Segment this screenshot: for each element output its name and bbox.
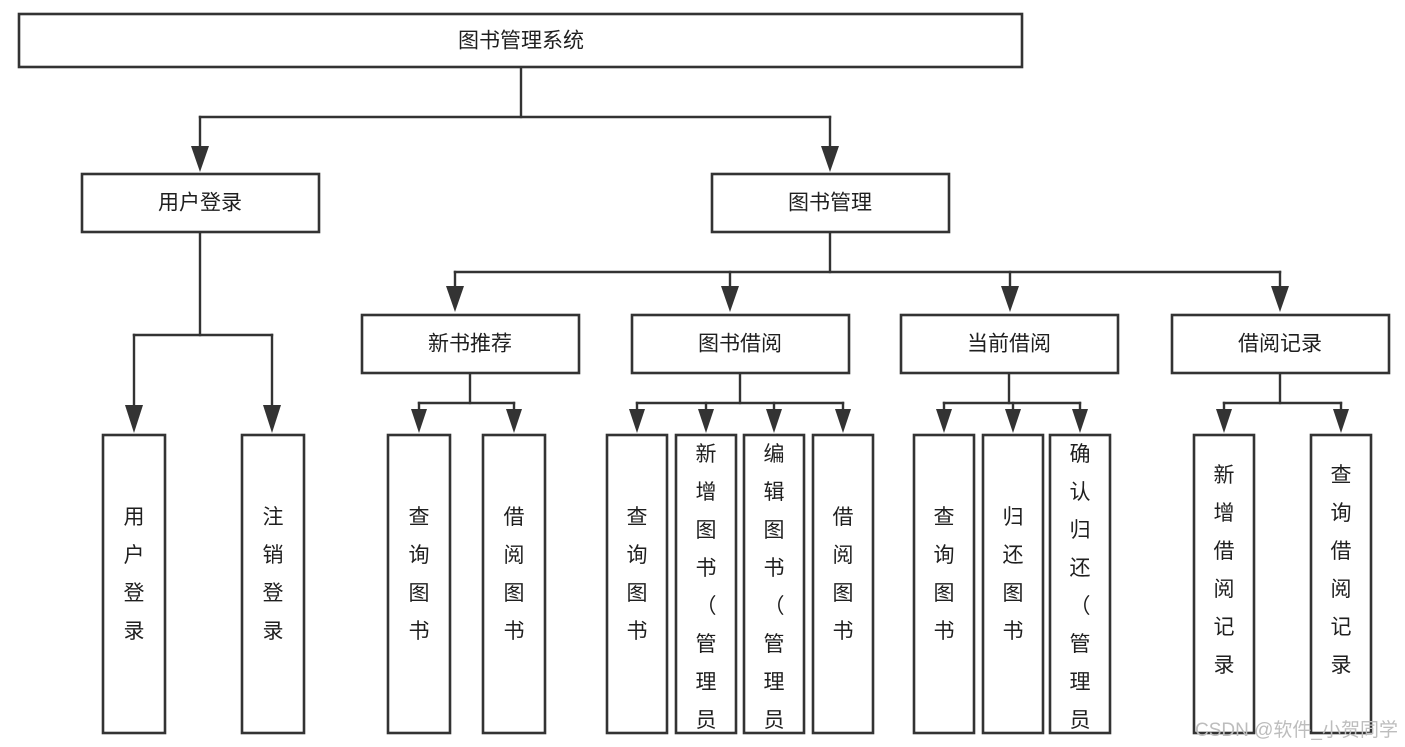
node-borrow-record-box[interactable] (1170, 313, 1391, 375)
arrow-head-icon (1072, 409, 1088, 433)
arrow-head-icon (446, 286, 464, 312)
leaf-borrow-book-label: 借阅图书 (833, 506, 854, 643)
node-book-borrow-box[interactable] (630, 313, 851, 375)
node-book-borrow[interactable]: 图书借阅 (630, 313, 851, 375)
node-current-borrow-box[interactable] (899, 313, 1120, 375)
leaf-query-book-current-label: 查询图书 (934, 506, 955, 643)
arrow-head-icon (821, 146, 839, 172)
leaf-query-book-recommend[interactable]: 查询图书 (386, 433, 452, 735)
leaf-borrow-book-recommend-box[interactable] (481, 433, 547, 735)
leaf-confirm-return-box[interactable] (1048, 433, 1112, 735)
leaf-logout[interactable]: 注销登录 (240, 433, 306, 735)
arrow-head-icon (698, 409, 714, 433)
arrow-head-icon (1216, 409, 1232, 433)
node-borrow-record[interactable]: 借阅记录 (1170, 313, 1391, 375)
leaf-query-book-recommend-label: 查询图书 (409, 506, 430, 643)
node-new-book-recommend[interactable]: 新书推荐 (360, 313, 581, 375)
leaf-query-book-recommend-box[interactable] (386, 433, 452, 735)
connector-group (125, 65, 1349, 433)
node-book-borrow-label: 图书借阅 (698, 333, 782, 356)
arrow-head-icon (1271, 286, 1289, 312)
leaf-user-login[interactable]: 用户登录 (101, 433, 167, 735)
leaf-user-login-box[interactable] (101, 433, 167, 735)
node-user-login-label: 用户登录 (158, 192, 242, 215)
node-root-box[interactable] (17, 12, 1024, 69)
node-book-management-box[interactable] (710, 172, 951, 234)
leaf-edit-book[interactable]: 编辑图书（管理员） (742, 433, 806, 747)
leaf-add-book-box[interactable] (674, 433, 738, 735)
node-user-login[interactable]: 用户登录 (80, 172, 321, 234)
leaf-query-book-current-box[interactable] (912, 433, 976, 735)
leaf-query-borrow-record-label: 查询借阅记录 (1331, 464, 1352, 677)
leaf-query-borrow-record-box[interactable] (1309, 433, 1373, 735)
arrow-head-icon (1005, 409, 1021, 433)
leaf-confirm-return-label: 确认归还（管理员） (1070, 443, 1091, 747)
node-current-borrow[interactable]: 当前借阅 (899, 313, 1120, 375)
leaf-confirm-return[interactable]: 确认归还（管理员） (1048, 433, 1112, 747)
leaf-query-book-borrow[interactable]: 查询图书 (605, 433, 669, 735)
leaf-logout-box[interactable] (240, 433, 306, 735)
leaf-add-book-label: 新增图书（管理员） (696, 443, 717, 747)
node-book-management-label: 图书管理 (788, 192, 872, 215)
leaf-add-borrow-record-label: 新增借阅记录 (1214, 464, 1235, 677)
leaf-borrow-book-box[interactable] (811, 433, 875, 735)
arrow-head-icon (629, 409, 645, 433)
node-root-label: 图书管理系统 (458, 30, 584, 53)
leaf-add-book[interactable]: 新增图书（管理员） (674, 433, 738, 747)
leaf-logout-label: 注销登录 (263, 506, 284, 643)
node-user-login-box[interactable] (80, 172, 321, 234)
leaf-borrow-book-recommend-label: 借阅图书 (504, 506, 525, 643)
leaf-borrow-book[interactable]: 借阅图书 (811, 433, 875, 735)
leaf-query-book-borrow-label: 查询图书 (627, 506, 648, 643)
leaf-edit-book-box[interactable] (742, 433, 806, 735)
arrow-head-icon (835, 409, 851, 433)
leaf-edit-book-label: 编辑图书（管理员） (764, 443, 785, 747)
leaf-return-book[interactable]: 归还图书 (981, 433, 1045, 735)
arrow-head-icon (766, 409, 782, 433)
arrow-head-icon (1001, 286, 1019, 312)
node-current-borrow-label: 当前借阅 (967, 333, 1051, 356)
leaf-add-borrow-record[interactable]: 新增借阅记录 (1192, 433, 1256, 735)
arrow-head-icon (263, 405, 281, 433)
leaf-query-book-current[interactable]: 查询图书 (912, 433, 976, 735)
arrow-head-icon (1333, 409, 1349, 433)
node-borrow-record-label: 借阅记录 (1238, 333, 1322, 356)
leaf-query-borrow-record[interactable]: 查询借阅记录 (1309, 433, 1373, 735)
leaf-return-book-label: 归还图书 (1003, 506, 1024, 643)
arrow-head-icon (936, 409, 952, 433)
arrow-head-icon (411, 409, 427, 433)
leaf-return-book-box[interactable] (981, 433, 1045, 735)
arrow-head-icon (721, 286, 739, 312)
leaf-query-book-borrow-box[interactable] (605, 433, 669, 735)
node-new-book-recommend-box[interactable] (360, 313, 581, 375)
node-new-book-recommend-label: 新书推荐 (428, 333, 512, 356)
arrow-head-icon (191, 146, 209, 172)
leaf-borrow-book-recommend[interactable]: 借阅图书 (481, 433, 547, 735)
node-book-management[interactable]: 图书管理 (710, 172, 951, 234)
node-root[interactable]: 图书管理系统 (17, 12, 1024, 69)
leaf-add-borrow-record-box[interactable] (1192, 433, 1256, 735)
leaf-user-login-label: 用户登录 (124, 506, 145, 643)
arrow-head-icon (506, 409, 522, 433)
watermark-text: CSDN @软件_小贺同学 (1195, 719, 1398, 741)
arrow-head-icon (125, 405, 143, 433)
